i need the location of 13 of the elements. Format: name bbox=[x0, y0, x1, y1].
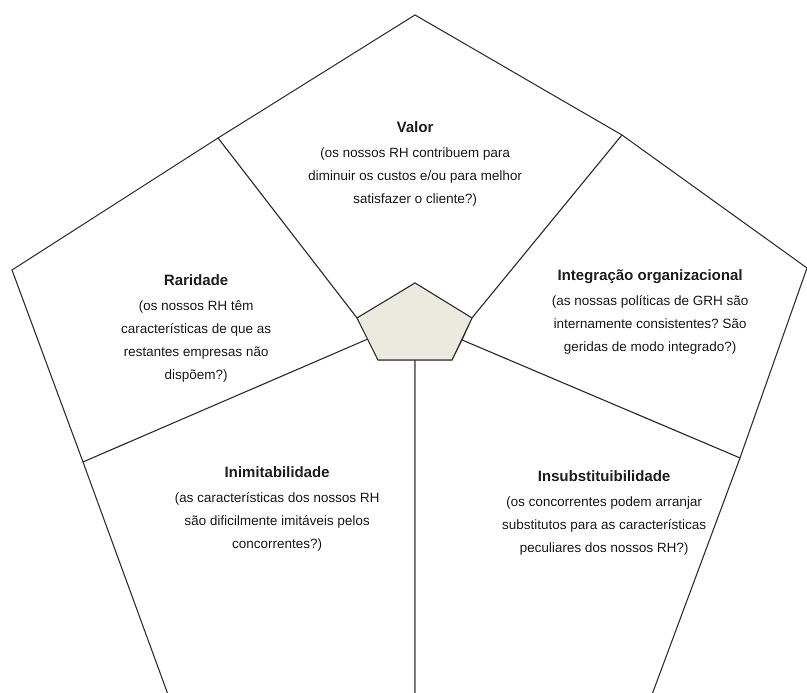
sector-heading: Raridade bbox=[162, 271, 230, 291]
sector-question: (os nossos RH têm características de que as restantes empresas não dispõem?) bbox=[120, 297, 272, 384]
sector-heading: Valor bbox=[396, 118, 434, 138]
diagram-sector bbox=[415, 340, 740, 693]
sector-question: (as características dos nossos RH são dificilmente imitáveis pelos concorrentes?) bbox=[174, 489, 380, 553]
sector-question: (as nossas políticas de GRH são internamente consistentes? São geridas de modo integrado?) bbox=[550, 292, 750, 356]
sector-heading: Integração organizacional bbox=[556, 266, 744, 286]
sector-question: (os nossos RH contribuem para diminuir os custos e/ou para melhor satisfazer o cliente?) bbox=[307, 144, 523, 208]
sector-question: (os concorrentes podem arranjar substitutos para as características peculiares dos nossos RH?) bbox=[500, 493, 708, 557]
diagram-sector bbox=[83, 339, 415, 693]
sector-heading: Inimitabilidade bbox=[223, 463, 330, 483]
sector-heading: Insubstituibilidade bbox=[536, 467, 672, 487]
center-pentagon bbox=[357, 283, 472, 360]
